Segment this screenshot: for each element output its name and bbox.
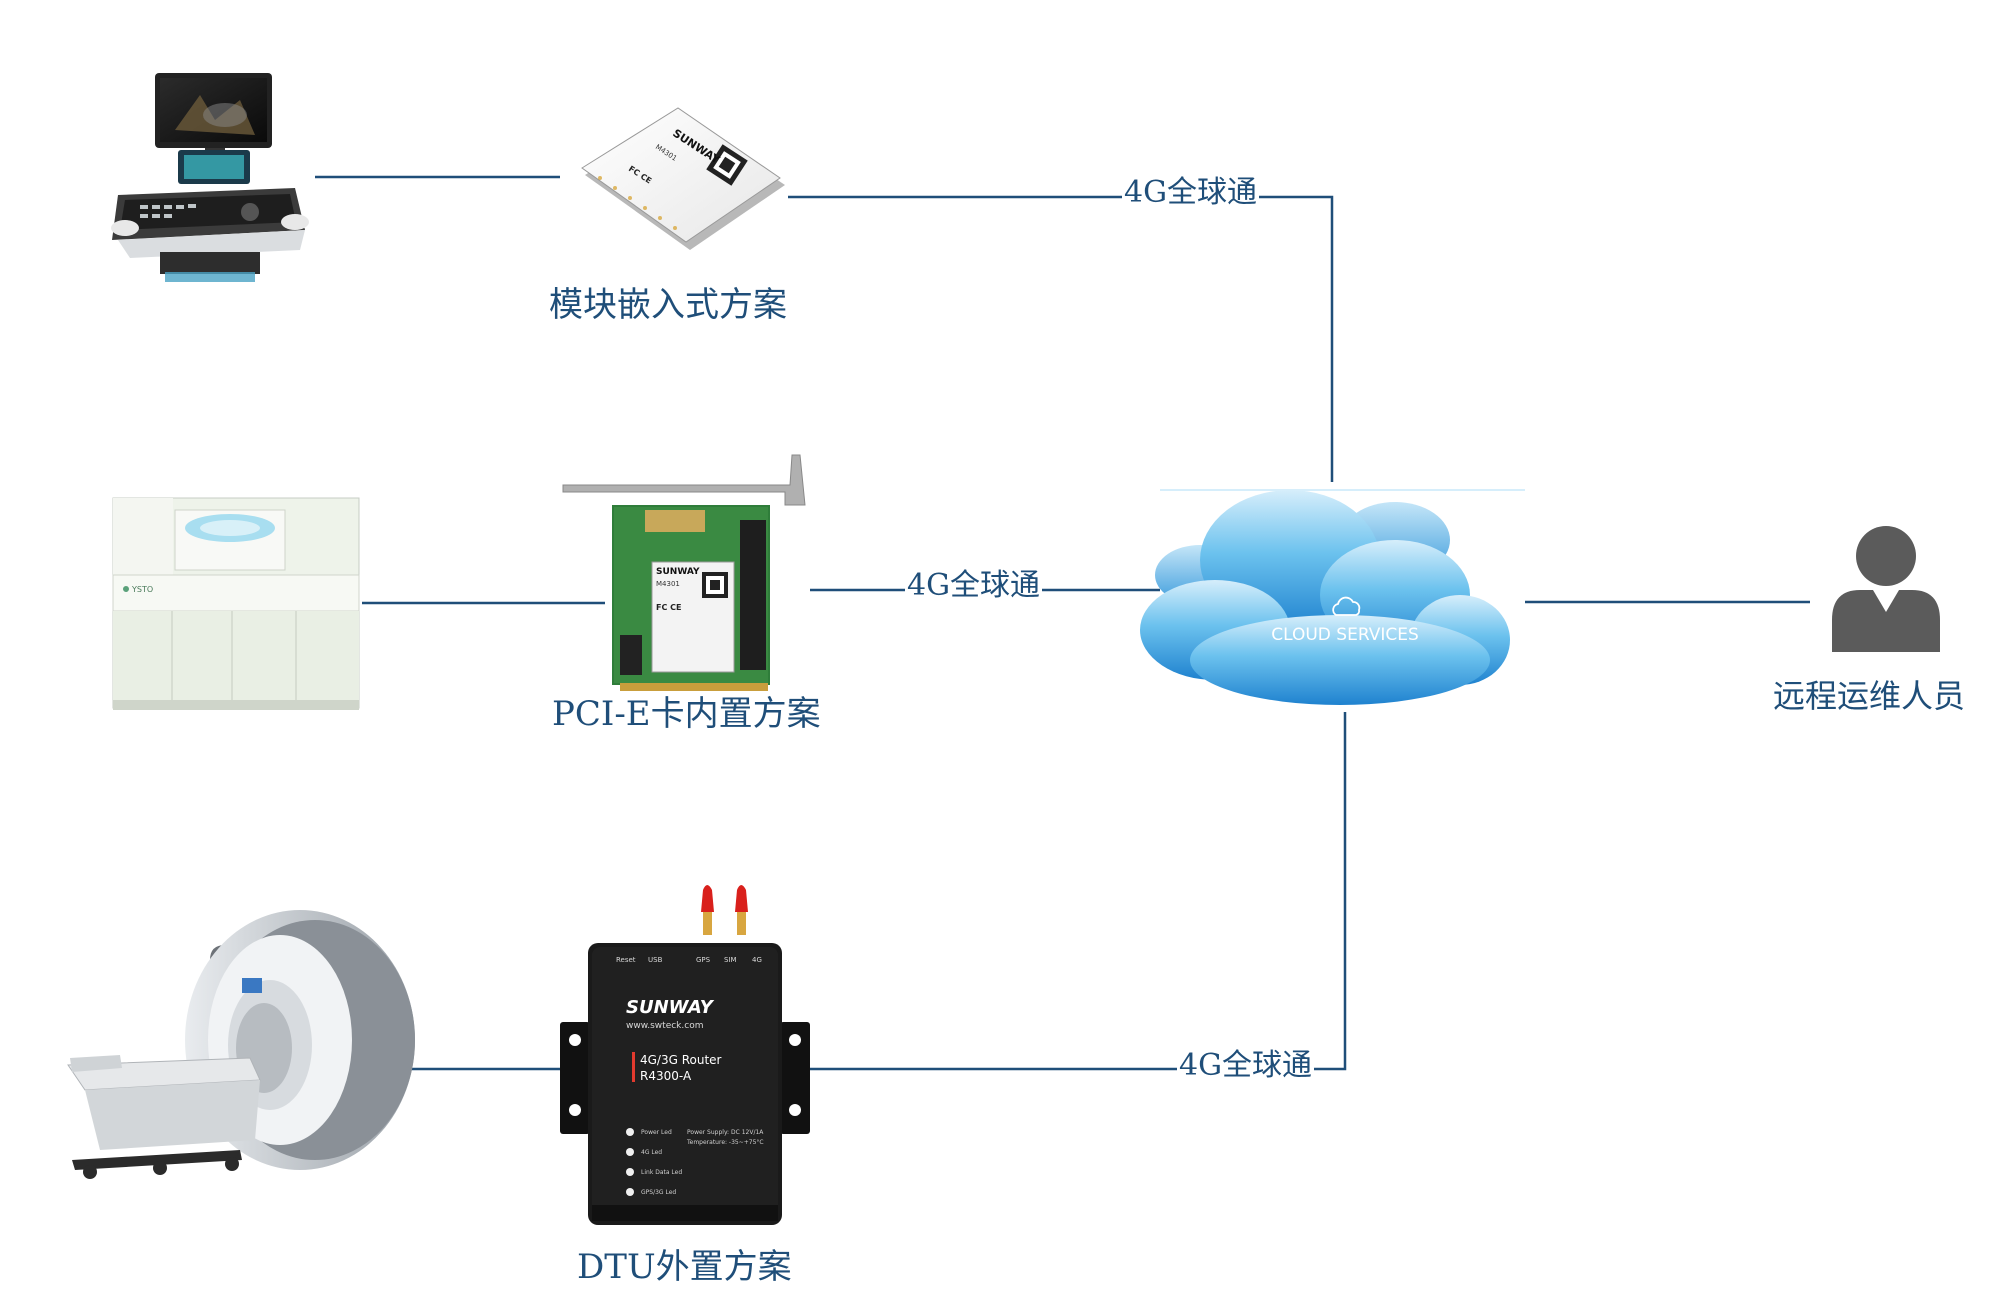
router-url: www.swteck.com — [626, 1021, 703, 1031]
cloud-services-text: CLOUD SERVICES — [1271, 625, 1419, 645]
router-port-sim: SIM — [724, 956, 737, 964]
line-module-to-cloud — [788, 195, 1334, 482]
router-temp-spec: Temperature: -35~+75°C — [686, 1139, 764, 1146]
router-led-gps-label: GPS/3G Led — [641, 1189, 676, 1196]
pcie-card-icon: SUNWAY M4301 FC CE — [562, 454, 806, 691]
pcie-card-cert: FC CE — [656, 603, 681, 612]
lte-module-chip-icon: SUNWAY M4301 FC CE — [581, 107, 785, 250]
line-dtu-to-cloud — [810, 712, 1347, 1071]
ultrasound-machine-icon — [111, 73, 309, 282]
router-power-spec: Power Supply: DC 12V/1A — [687, 1129, 764, 1136]
router-led-link-label: Link Data Led — [641, 1169, 682, 1176]
solution-label-module: 模块嵌入式方案 — [549, 285, 787, 325]
router-led-link — [626, 1168, 634, 1176]
pcie-card-model: M4301 — [656, 580, 680, 588]
mri-scanner-icon — [67, 910, 415, 1179]
cloud-services: CLOUD SERVICES — [1140, 489, 1525, 705]
router-port-usb: USB — [648, 956, 663, 964]
connection-label-pcie-cloud: 4G全球通 — [905, 568, 1043, 603]
router-brand: SUNWAY — [626, 997, 715, 1018]
router-model-line1: 4G/3G Router — [640, 1053, 722, 1067]
router-led-power-label: Power Led — [641, 1129, 672, 1136]
connection-label-module-cloud: 4G全球通 — [1122, 175, 1260, 210]
connection-label-dtu-cloud: 4G全球通 — [1177, 1048, 1315, 1083]
dtu-router-icon: Reset USB GPS SIM 4G SUNWAY www.swteck.c… — [560, 885, 810, 1225]
person-icon — [1832, 526, 1940, 652]
router-port-reset: Reset — [616, 956, 636, 964]
analyzer-brand: YSTO — [131, 585, 153, 594]
router-led-gps — [626, 1188, 634, 1196]
solution-label-pcie: PCI-E卡内置方案 — [552, 694, 821, 734]
blood-analyzer-icon: YSTO — [112, 497, 360, 710]
router-model-line2: R4300-A — [640, 1069, 692, 1083]
router-led-4g — [626, 1148, 634, 1156]
person-label: 远程运维人员 — [1773, 677, 1966, 715]
solution-label-dtu: DTU外置方案 — [577, 1247, 792, 1287]
connection-lines — [315, 175, 1810, 1071]
router-led-power — [626, 1128, 634, 1136]
router-led-4g-label: 4G Led — [641, 1149, 662, 1156]
pcie-card-brand: SUNWAY — [656, 567, 700, 577]
router-port-gps: GPS — [696, 956, 711, 964]
cloud-icon — [1332, 596, 1361, 616]
router-port-4g: 4G — [752, 956, 762, 964]
